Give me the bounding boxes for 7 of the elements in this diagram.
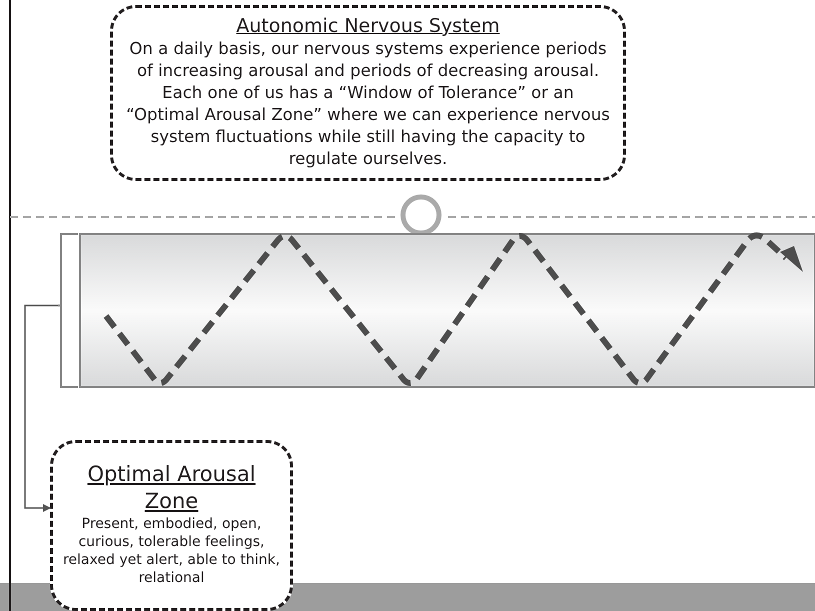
- note-box: [50, 440, 293, 611]
- leader-line: [24, 304, 58, 512]
- note-box: [110, 5, 626, 181]
- box-text: Present, embodied, open, curious, tolerable feelings, relaxed yet alert, able to think, relational: [62, 515, 281, 587]
- box-text: On a daily basis, our nervous systems experience periods of increasing arousal and periods of decreasing arousal. Each one of us has a “Window of Tolerance” or an “Optimal Arousal Zone” where we can experience nervous system fluctuations while still having the capacity to regulate ourselves.: [125, 38, 611, 170]
- box-heading: Optimal Arousal Zone: [86, 461, 257, 515]
- box-heading: Autonomic Nervous System: [235, 14, 501, 38]
